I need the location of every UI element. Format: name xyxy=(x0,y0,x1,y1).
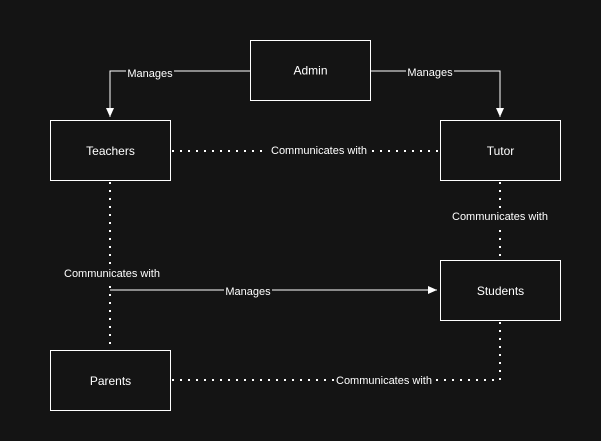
edge-label-text: Communicates with xyxy=(336,375,432,387)
edge-label-text: Manages xyxy=(225,286,271,298)
node-label-students: Students xyxy=(477,284,524,298)
edge-label-text: Manages xyxy=(127,68,173,80)
edge-label-teachers-students: Manages xyxy=(224,285,272,299)
edge-label-teachers-parents: Communicates with xyxy=(62,267,162,281)
edge-label-text: Communicates with xyxy=(64,268,160,280)
edge-admin-teachers[interactable] xyxy=(106,70,250,117)
edges-group xyxy=(106,70,504,381)
edge-label-admin-tutor: Manages xyxy=(406,66,454,80)
node-label-teachers: Teachers xyxy=(86,144,135,158)
node-students[interactable]: Students xyxy=(440,260,561,321)
node-parents[interactable]: Parents xyxy=(50,350,171,411)
edge-label-text: Manages xyxy=(407,67,453,79)
edge-label-text: Communicates with xyxy=(271,145,367,157)
node-label-admin: Admin xyxy=(293,64,327,78)
node-teachers[interactable]: Teachers xyxy=(50,120,171,181)
edge-label-parents-students: Communicates with xyxy=(334,374,434,388)
node-admin[interactable]: Admin xyxy=(250,40,371,101)
edge-label-admin-teachers: Manages xyxy=(126,66,174,80)
edge-label-text: Communicates with xyxy=(452,211,548,223)
edge-labels-group: Manages Manages Communicates with Commun… xyxy=(62,66,550,388)
edge-label-teachers-tutor: Communicates with xyxy=(268,144,370,158)
edge-label-tutor-students: Communicates with xyxy=(450,210,550,224)
node-label-tutor: Tutor xyxy=(487,144,515,158)
nodes-group: Admin Teachers Tutor Students Parents xyxy=(50,40,561,411)
node-label-parents: Parents xyxy=(90,374,131,388)
edge-parents-students[interactable] xyxy=(172,322,501,381)
node-tutor[interactable]: Tutor xyxy=(440,120,561,181)
